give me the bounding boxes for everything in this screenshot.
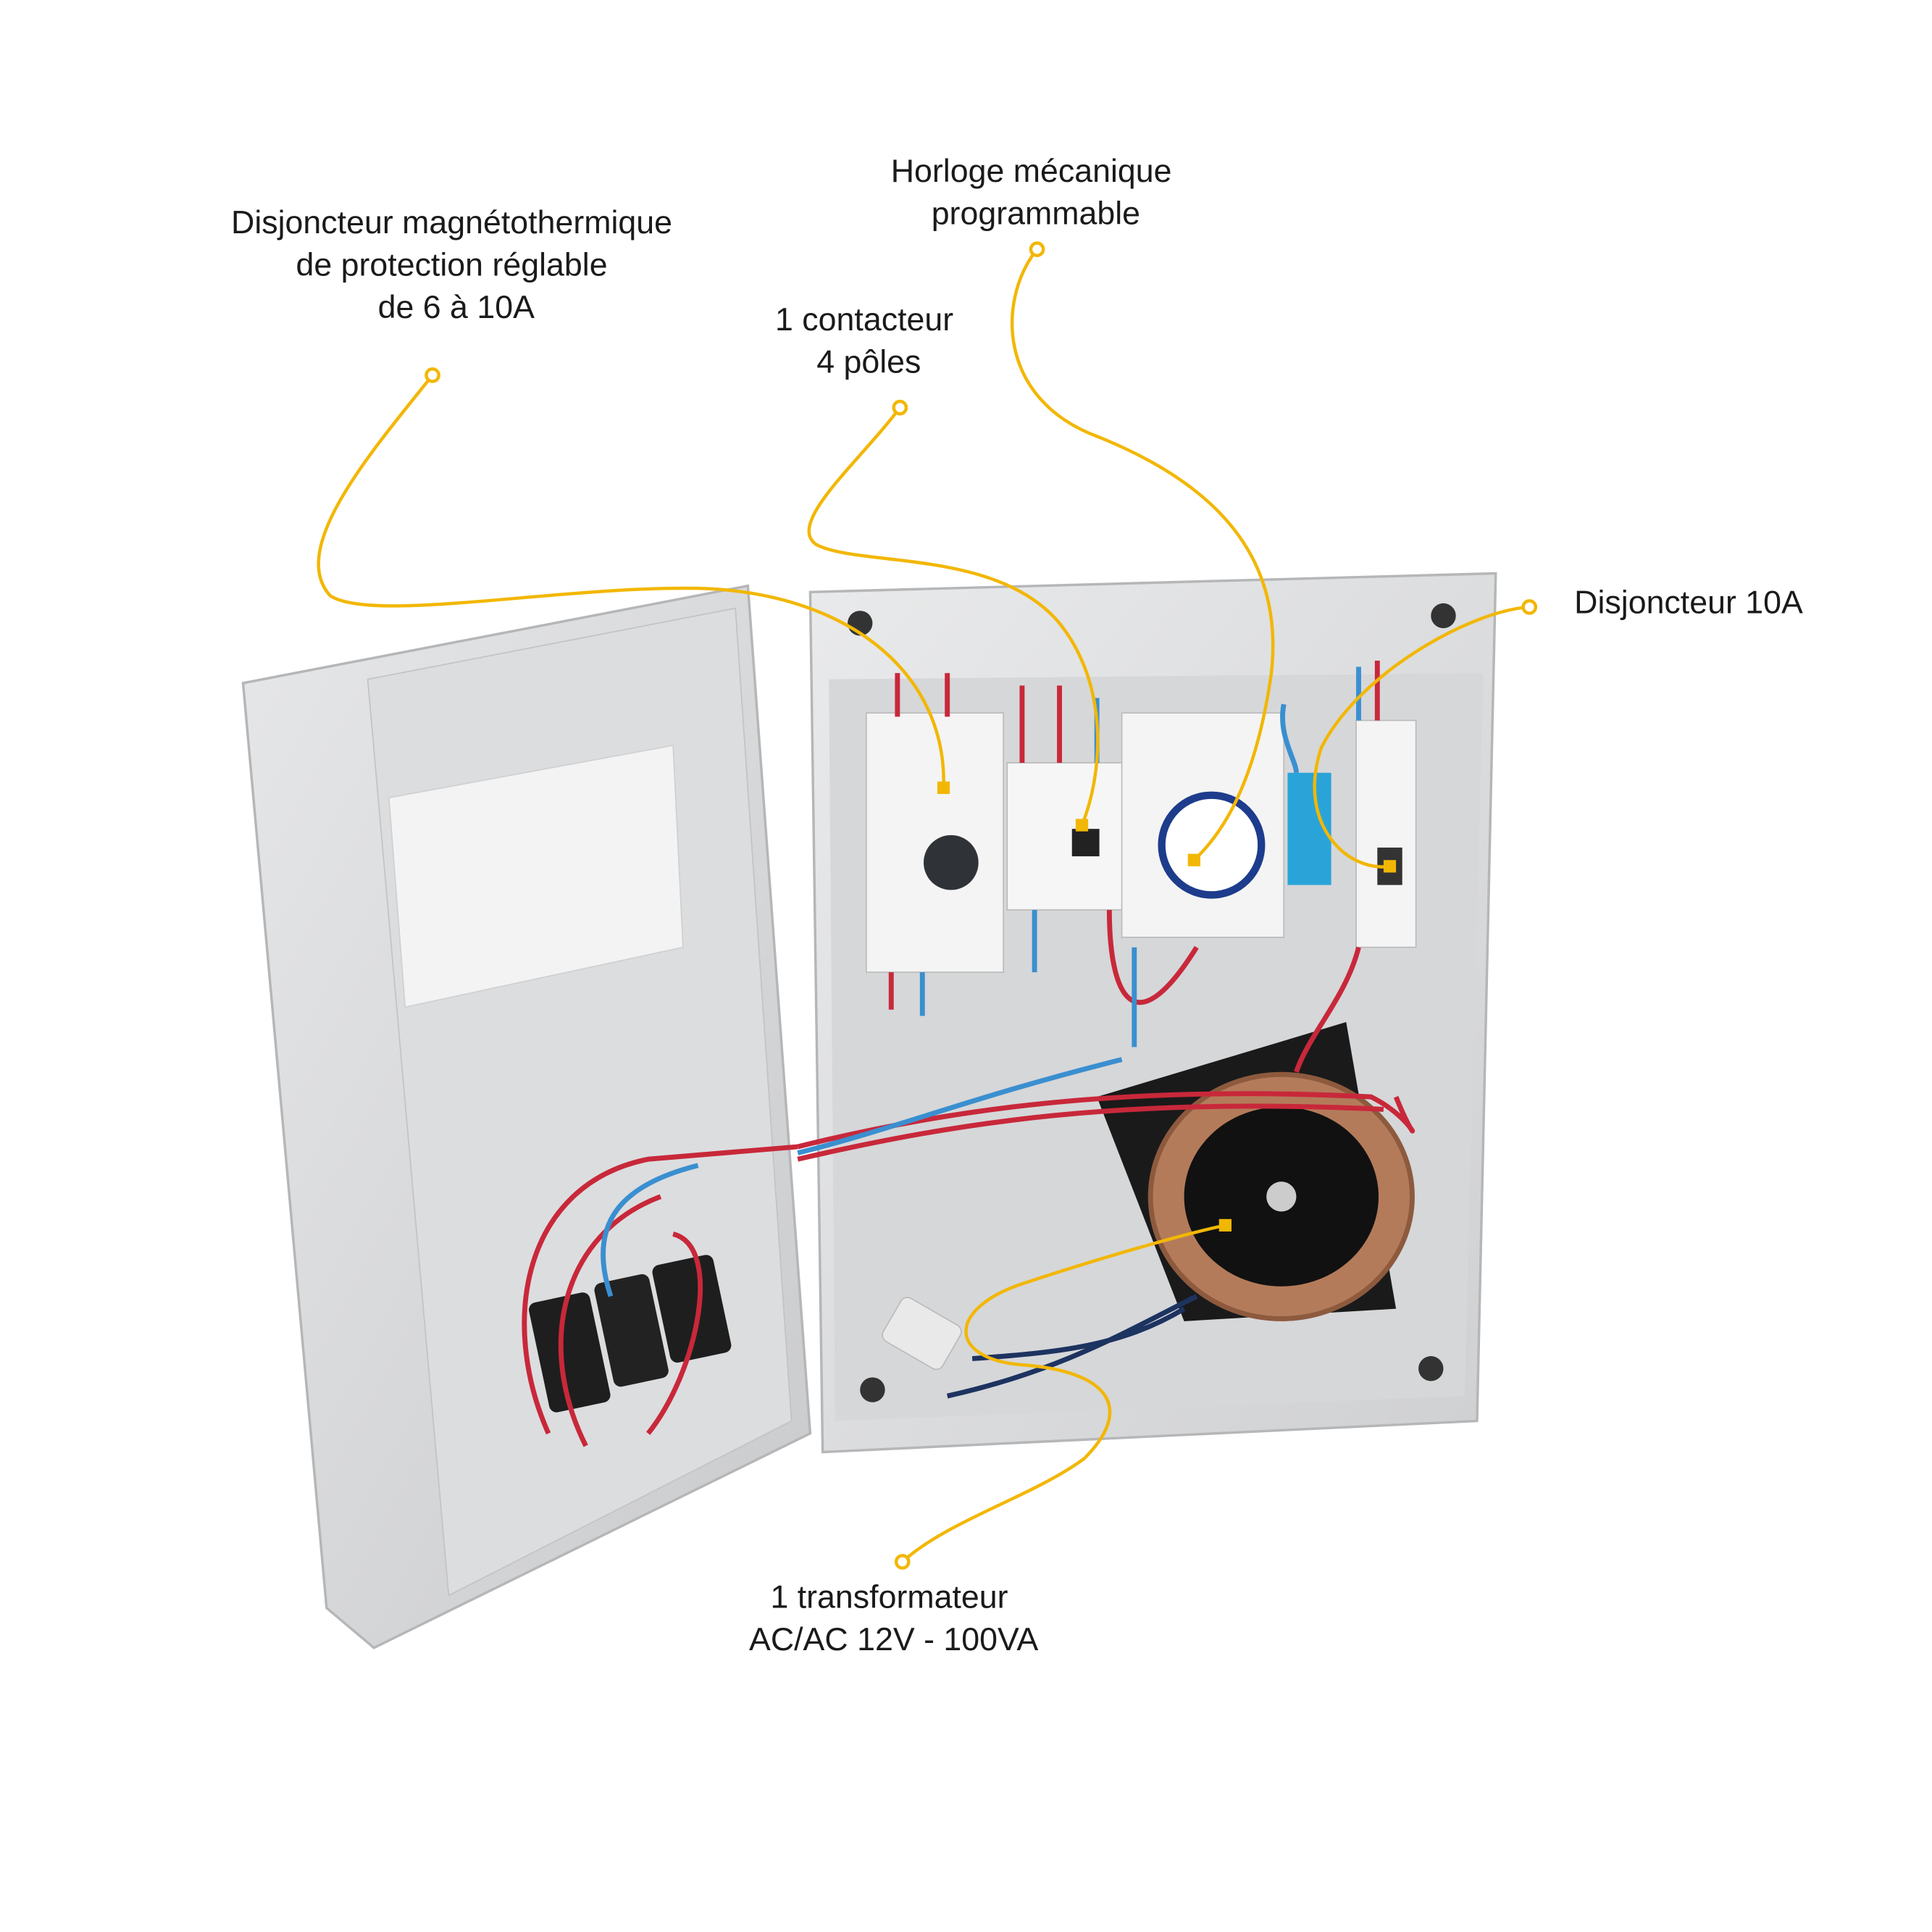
motor-circuit-breaker — [865, 712, 1004, 973]
breaker-10a — [1355, 719, 1417, 948]
enclosure-base — [797, 572, 1497, 1454]
leader-transformer — [901, 1224, 1226, 1563]
programmable-clock — [1121, 712, 1285, 938]
leader-breaker-10a — [1313, 605, 1530, 869]
callout-contactor: 1 contacteur 4 pôles — [775, 302, 963, 380]
leader-contactor — [807, 406, 1100, 826]
callout-breaker-10a: Disjoncteur 10A — [1574, 585, 1803, 621]
callout-transformer: 1 transformateur AC/AC 12V - 100VA — [749, 1580, 1039, 1658]
leader-circuit-breaker-motor — [317, 374, 945, 788]
push-buttons — [529, 1255, 732, 1413]
enclosure-lid — [241, 584, 812, 1649]
callout-clock: Horloge mécanique programmable — [891, 154, 1181, 232]
callout-circuit-breaker-motor: Disjoncteur magnétothermique de protecti… — [231, 205, 681, 325]
contactor-4-poles — [1006, 762, 1133, 911]
leader-lines — [317, 241, 1538, 1570]
leader-clock — [1010, 248, 1275, 861]
